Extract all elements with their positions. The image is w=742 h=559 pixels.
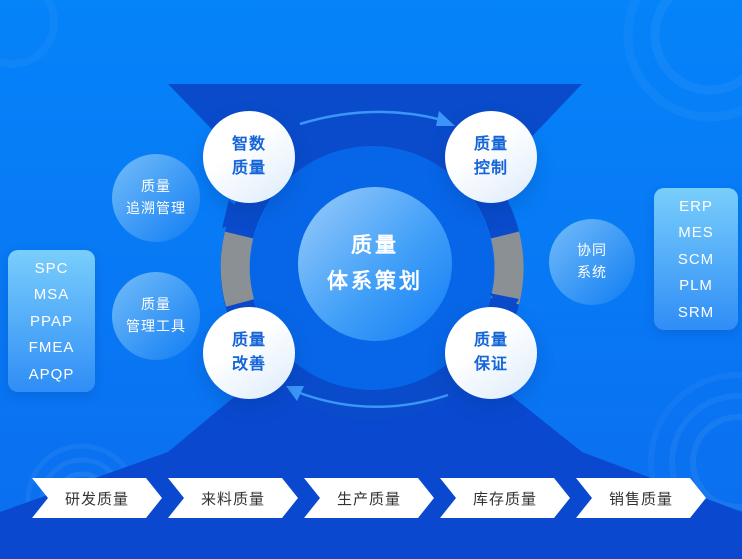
circle-label: 追溯管理 xyxy=(126,200,186,216)
node-label: 质量 xyxy=(231,160,266,177)
panel-item: SCM xyxy=(677,250,715,268)
arrow-top-head-icon xyxy=(436,111,455,126)
flow-step-inventory-quality: 库存质量 xyxy=(440,478,570,518)
ring-segment-gray-right xyxy=(490,231,524,305)
panel-item: PLM xyxy=(679,277,713,294)
node-label: 智数 xyxy=(231,136,266,153)
cycle-arrow-top xyxy=(299,110,455,126)
circle-label: 质量 xyxy=(141,296,171,313)
circle-label: 协同 xyxy=(577,242,607,259)
center-line2: 体系策划 xyxy=(327,270,423,293)
node-quality-control: 质量 控制 xyxy=(445,111,537,203)
node-label: 质量 xyxy=(231,332,266,349)
panel-item: SPC xyxy=(34,259,69,277)
panel-item: FMEA xyxy=(28,339,75,356)
node-label: 控制 xyxy=(473,160,508,177)
node-quality-improvement: 质量 改善 xyxy=(203,307,295,399)
arrow-bottom-head-icon xyxy=(286,386,304,401)
node-label: 质量 xyxy=(473,136,508,153)
circle-management-tools: 质量 管理工具 xyxy=(112,272,200,360)
flow-step-label: 库存质量 xyxy=(472,490,537,508)
flow-step-label: 生产质量 xyxy=(336,490,401,508)
circle-traceability-management: 质量 追溯管理 xyxy=(112,154,200,242)
panel-item: PPAP xyxy=(30,312,73,330)
panel-item: MSA xyxy=(33,286,70,303)
circle-label: 系统 xyxy=(577,264,607,280)
panel-item: APQP xyxy=(28,365,75,383)
flow-step-label: 研发质量 xyxy=(64,490,129,508)
panel-item: ERP xyxy=(679,197,713,215)
node-quality-assurance: 质量 保证 xyxy=(445,307,537,399)
panel-item: MES xyxy=(678,224,714,241)
right-systems-panel: ERP MES SCM PLM SRM xyxy=(654,188,738,330)
circle-label: 质量 xyxy=(141,178,171,195)
cycle-arrow-bottom xyxy=(286,386,449,409)
flow-step-label: 来料质量 xyxy=(200,490,265,508)
quality-flow-banner: 研发质量 来料质量 生产质量 库存质量 销售质量 xyxy=(0,478,742,518)
flow-step-production-quality: 生产质量 xyxy=(304,478,434,518)
ring-segment-gray-left xyxy=(220,231,255,307)
circle-label: 管理工具 xyxy=(126,318,186,334)
node-digital-quality: 智数 质量 xyxy=(203,111,295,203)
circle-collaboration-system: 协同 系统 xyxy=(549,219,635,305)
panel-item: SRM xyxy=(677,303,715,321)
node-label: 保证 xyxy=(473,356,508,373)
flow-step-incoming-quality: 来料质量 xyxy=(168,478,298,518)
node-label: 改善 xyxy=(231,356,266,373)
center-circle: 质量 体系策划 xyxy=(298,187,452,341)
ring-arrowhead-left-icon xyxy=(222,200,252,228)
node-label: 质量 xyxy=(473,332,508,349)
left-tools-panel: SPC MSA PPAP FMEA APQP xyxy=(8,250,95,392)
center-line1: 质量 xyxy=(351,234,399,258)
flow-step-rd-quality: 研发质量 xyxy=(32,478,162,518)
flow-step-sales-quality: 销售质量 xyxy=(576,478,706,518)
flow-step-label: 销售质量 xyxy=(608,490,673,508)
